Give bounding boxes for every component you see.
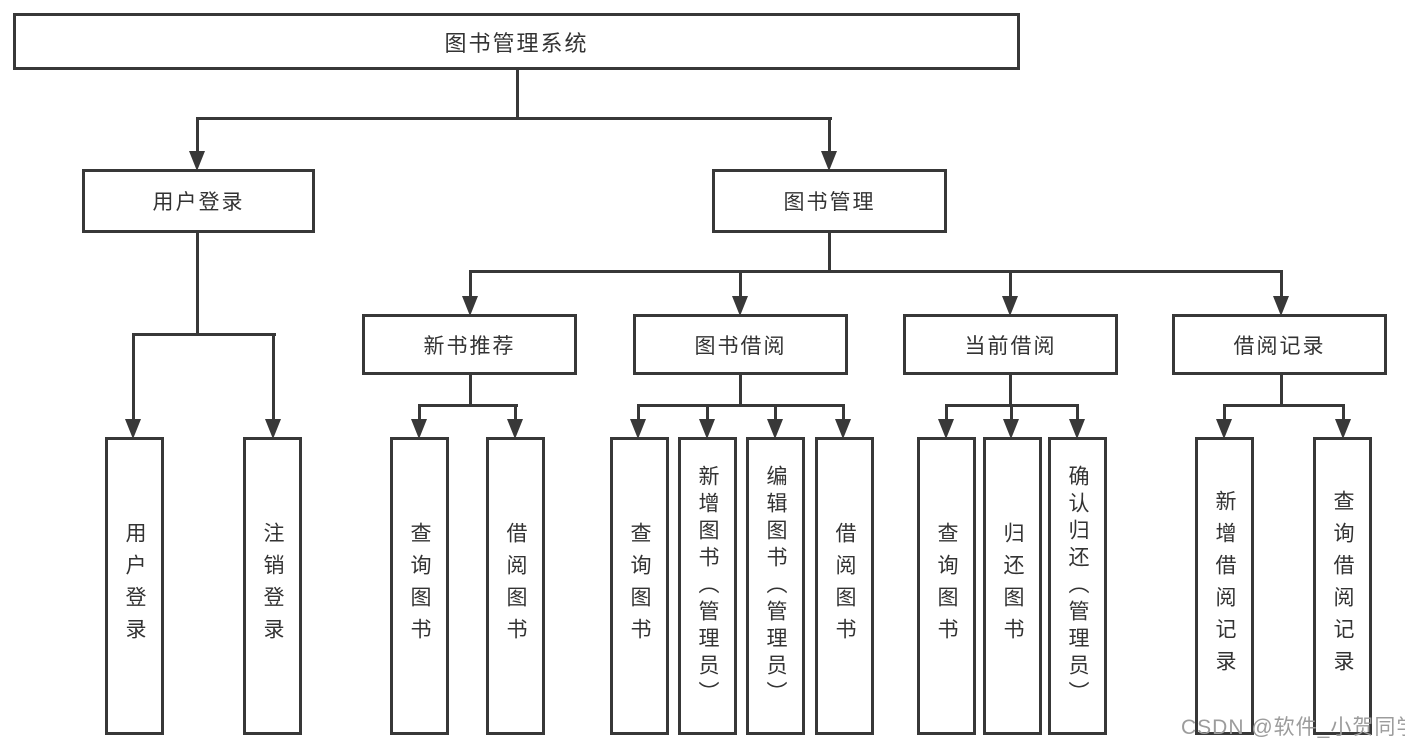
connector: [828, 117, 831, 155]
leaf-user-login: 用户登录: [105, 437, 164, 735]
node-system-root: 图书管理系统: [13, 13, 1020, 70]
connector: [516, 70, 519, 118]
leaf-edit-book-admin: 编辑图书（管理员）: [746, 437, 805, 735]
connector: [842, 404, 845, 421]
arrowhead-down-icon: [462, 296, 478, 316]
leaf-add-borrow-record: 新增借阅记录: [1195, 437, 1254, 735]
connector: [739, 270, 742, 298]
connector: [132, 333, 276, 336]
arrowhead-down-icon: [732, 296, 748, 316]
node-user-login: 用户登录: [82, 169, 315, 233]
leaf-return-book: 归还图书: [983, 437, 1042, 735]
arrowhead-down-icon: [1216, 419, 1232, 439]
arrowhead-down-icon: [699, 419, 715, 439]
leaf-query-borrow-record: 查询借阅记录: [1313, 437, 1372, 735]
leaf-confirm-return-admin: 确认归还（管理员）: [1048, 437, 1107, 735]
csdn-watermark: CSDN @软件_小贺同学: [1181, 716, 1405, 739]
leaf-label: 新增图书（管理员）: [696, 464, 719, 708]
connector: [774, 404, 777, 421]
arrowhead-down-icon: [1273, 296, 1289, 316]
node-label: 图书管理: [783, 191, 876, 214]
connector: [469, 270, 1283, 273]
node-label: 图书借阅: [694, 334, 787, 358]
arrowhead-down-icon: [767, 419, 783, 439]
leaf-query-books-recommend: 查询图书: [390, 437, 449, 735]
node-new-book-recommend: 新书推荐: [362, 314, 577, 375]
node-book-management: 图书管理: [712, 169, 947, 233]
connector: [637, 404, 845, 407]
leaf-query-books-current: 查询图书: [917, 437, 976, 735]
arrowhead-down-icon: [1069, 419, 1085, 439]
leaf-borrow-books-borrowing: 借阅图书: [815, 437, 874, 735]
arrowhead-down-icon: [411, 419, 427, 439]
connector: [1009, 270, 1012, 298]
arrowhead-down-icon: [1002, 296, 1018, 316]
leaf-label: 注销登录: [261, 522, 284, 650]
arrowhead-down-icon: [835, 419, 851, 439]
leaf-label: 查询图书: [628, 522, 651, 650]
arrowhead-down-icon: [265, 419, 281, 439]
connector: [132, 333, 135, 421]
connector: [418, 404, 518, 407]
node-current-borrowing: 当前借阅: [903, 314, 1118, 375]
connector: [1076, 404, 1079, 421]
leaf-label: 确认归还（管理员）: [1066, 464, 1089, 708]
leaf-label: 新增借阅记录: [1213, 490, 1236, 682]
leaf-label: 查询图书: [935, 522, 958, 650]
connector: [469, 375, 472, 407]
leaf-label: 借阅图书: [833, 522, 856, 650]
arrowhead-down-icon: [189, 151, 205, 171]
connector: [272, 333, 275, 421]
node-label: 图书管理系统: [444, 30, 589, 56]
connector: [706, 404, 709, 421]
connector: [418, 404, 421, 421]
leaf-label: 归还图书: [1001, 522, 1024, 650]
node-borrowing-records: 借阅记录: [1172, 314, 1387, 375]
leaf-label: 编辑图书（管理员）: [764, 464, 787, 708]
leaf-label: 用户登录: [123, 522, 146, 650]
leaf-label: 借阅图书: [504, 522, 527, 650]
arrowhead-down-icon: [1335, 419, 1351, 439]
leaf-borrow-books-recommend: 借阅图书: [486, 437, 545, 735]
leaf-logout: 注销登录: [243, 437, 302, 735]
connector: [637, 404, 640, 421]
leaf-query-books-borrowing: 查询图书: [610, 437, 669, 735]
connector: [1280, 270, 1283, 298]
connector: [945, 404, 948, 421]
connector: [1223, 404, 1226, 421]
connector: [828, 233, 831, 273]
node-book-borrowing: 图书借阅: [633, 314, 848, 375]
leaf-add-book-admin: 新增图书（管理员）: [678, 437, 737, 735]
connector: [196, 117, 832, 120]
connector: [1009, 375, 1012, 407]
connector: [1223, 404, 1345, 407]
arrowhead-down-icon: [821, 151, 837, 171]
connector: [196, 117, 199, 155]
leaf-label: 查询借阅记录: [1331, 490, 1354, 682]
arrowhead-down-icon: [630, 419, 646, 439]
connector: [196, 233, 199, 335]
arrowhead-down-icon: [507, 419, 523, 439]
leaf-label: 查询图书: [408, 522, 431, 650]
arrowhead-down-icon: [938, 419, 954, 439]
node-label: 当前借阅: [964, 334, 1057, 358]
node-label: 借阅记录: [1233, 334, 1326, 358]
arrowhead-down-icon: [125, 419, 141, 439]
arrowhead-down-icon: [1003, 419, 1019, 439]
connector: [1010, 404, 1013, 421]
connector: [1280, 375, 1283, 407]
connector: [514, 404, 517, 421]
connector: [739, 375, 742, 407]
connector: [1342, 404, 1345, 421]
node-label: 用户登录: [152, 191, 245, 214]
node-label: 新书推荐: [423, 334, 516, 358]
connector: [469, 270, 472, 298]
